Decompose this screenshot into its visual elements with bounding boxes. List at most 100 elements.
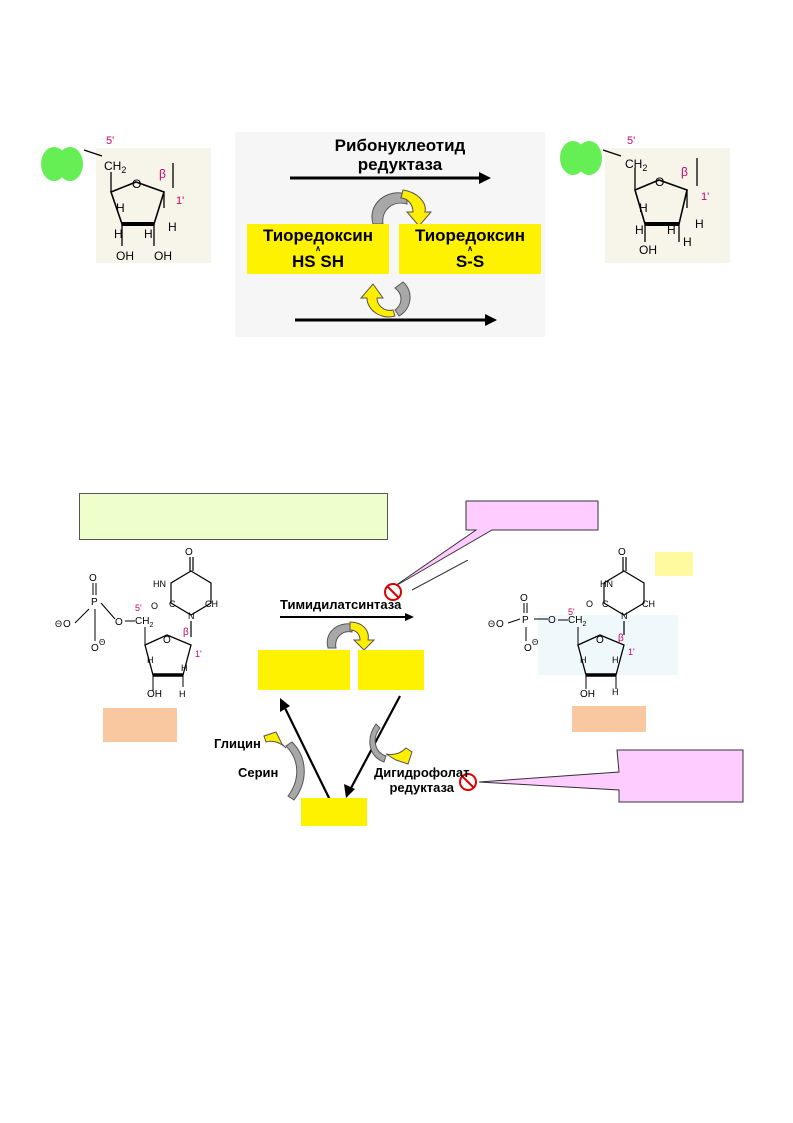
- beta-label: β: [618, 633, 624, 644]
- c5-label: 5': [627, 135, 635, 147]
- carbonyl-oxygen: O: [151, 601, 158, 611]
- cofactor-box-right: [358, 650, 424, 690]
- return-arrow: [283, 705, 331, 801]
- enzyme-line1: Рибонуклеотид: [334, 136, 466, 155]
- minus-charge: Θ: [55, 619, 62, 629]
- arrow-head: [405, 613, 414, 621]
- folate-box: [301, 798, 367, 826]
- enzyme-line2: редуктаза: [357, 155, 443, 174]
- ribonucleotide-reductase-scheme: Рибонуклеотид редуктаза Тиоредоксин ∧ HS…: [235, 132, 545, 337]
- h-label: H: [181, 663, 188, 673]
- ring-oxygen: O: [163, 635, 171, 646]
- green-header-box: [79, 493, 388, 540]
- phosphate-oxygen: O: [496, 619, 504, 630]
- callout-pointer: [411, 560, 469, 591]
- dhfr-label: Дигидрофолат редуктаза: [374, 765, 469, 795]
- h-label: H: [580, 655, 587, 665]
- c5-label: 5': [135, 603, 142, 613]
- scan-background: [605, 148, 730, 263]
- phosphate-circle-2: [57, 147, 83, 181]
- ring-oxygen: O: [132, 177, 141, 191]
- h-label: H: [114, 227, 123, 241]
- arrow-head: [479, 172, 491, 184]
- c1-label: 1': [176, 195, 184, 207]
- substrate-label-box: [103, 708, 177, 742]
- yellow-curved-arrow: [263, 731, 287, 749]
- hn-label: HN: [153, 579, 166, 589]
- deoxyribonucleotide-structure: 5' CH2 O β 1' H H H H H OH: [555, 128, 735, 268]
- beta-label: β: [183, 627, 189, 638]
- bridge-oxygen: O: [548, 615, 556, 626]
- n-label: N: [621, 611, 628, 621]
- h-label: H: [612, 655, 619, 665]
- carbonyl-oxygen: O: [618, 547, 626, 558]
- c5-label: 5': [568, 607, 575, 617]
- ch2-label: CH2: [104, 159, 126, 175]
- minus-charge: Θ: [532, 638, 538, 647]
- phosphate-oxygen: O: [91, 643, 99, 654]
- product-label-box: [572, 706, 646, 732]
- yellow-curved-arrow: [349, 621, 376, 651]
- thioredoxin-oxidized-box: Тиоредоксин ∧ S-S: [399, 224, 541, 274]
- h-label: H: [635, 223, 644, 237]
- thymidylate-synthase-cycle: Тимидилатсинтаза Глицин Серин Дигидрофол…: [200, 560, 480, 830]
- yellow-curved-arrow: [385, 747, 413, 765]
- scan-background: [538, 615, 678, 675]
- oh-label: OH: [154, 249, 172, 263]
- h-label: H: [179, 689, 186, 699]
- ch-label: CH: [642, 599, 655, 609]
- thymidylate-synthase-label: Тимидилатсинтаза: [280, 597, 402, 612]
- carbonyl-oxygen: O: [586, 599, 593, 609]
- ch2-label: CH2: [625, 157, 647, 173]
- phosphorus-label: P: [522, 615, 529, 626]
- bridge-oxygen: O: [115, 617, 123, 628]
- oh-label: OH: [147, 689, 162, 700]
- carbonyl-oxygen: O: [185, 547, 193, 558]
- phosphate-oxygen: O: [520, 593, 528, 604]
- enzyme-label: Рибонуклеотид редуктаза: [290, 136, 510, 174]
- dhfr-line1: Дигидрофолат: [374, 765, 470, 780]
- ring-oxygen: O: [596, 635, 604, 646]
- inhibitor-callout-top: [380, 498, 610, 598]
- thioredoxin-reduced-box: Тиоредоксин ∧ HS SH: [247, 224, 389, 274]
- oh-label: OH: [580, 689, 595, 700]
- yellow-curved-arrow: [400, 189, 433, 227]
- h-label: H: [683, 235, 692, 249]
- phosphate-circle-2: [576, 141, 602, 175]
- dump-structure: O HN C O N CH P O Θ O O Θ O CH2 5' O β 1…: [55, 545, 255, 705]
- c-label: C: [602, 599, 609, 609]
- h-label: H: [667, 223, 676, 237]
- dhfr-line2: редуктаза: [389, 780, 455, 795]
- thioredoxin-title: Тиоредоксин: [262, 226, 374, 245]
- inhibitor-callout-bottom: [475, 748, 750, 808]
- ch2-label: CH2: [568, 615, 586, 628]
- thiol-groups: HS SH: [292, 252, 344, 271]
- ribonucleotide-structure: 5' CH2 O β 1' H H H H OH OH: [36, 128, 216, 268]
- phosphate-oxygen: O: [89, 573, 97, 584]
- disulfide-group: S-S: [455, 252, 485, 271]
- arrow-head: [344, 784, 355, 798]
- phosphorus-label: P: [91, 597, 98, 608]
- c1-label: 1': [701, 191, 709, 203]
- serine-label: Серин: [238, 765, 279, 780]
- beta-label: β: [159, 167, 166, 181]
- ring-oxygen: O: [655, 175, 664, 189]
- oh-label: OH: [116, 249, 134, 263]
- glycine-label: Глицин: [214, 736, 261, 751]
- inhibitor-icon: [459, 773, 477, 791]
- beta-label: β: [681, 165, 688, 179]
- n-label: N: [188, 611, 195, 621]
- gray-curved-arrow: [285, 741, 305, 801]
- arrow-head: [280, 698, 290, 712]
- h-label: H: [144, 227, 153, 241]
- c5-label: 5': [106, 135, 114, 147]
- h-label: H: [612, 687, 619, 697]
- callout-shape: [391, 500, 599, 589]
- gray-curved-arrow: [369, 723, 387, 763]
- minus-charge: Θ: [99, 638, 105, 647]
- callout-shape: [478, 749, 744, 803]
- dtmp-structure: O HN C O N CH P O Θ O O Θ O CH2 5' O β 1…: [488, 545, 688, 705]
- yellow-curved-arrow: [359, 283, 396, 318]
- methyl-group-box: [655, 552, 693, 576]
- h-label: H: [695, 217, 704, 231]
